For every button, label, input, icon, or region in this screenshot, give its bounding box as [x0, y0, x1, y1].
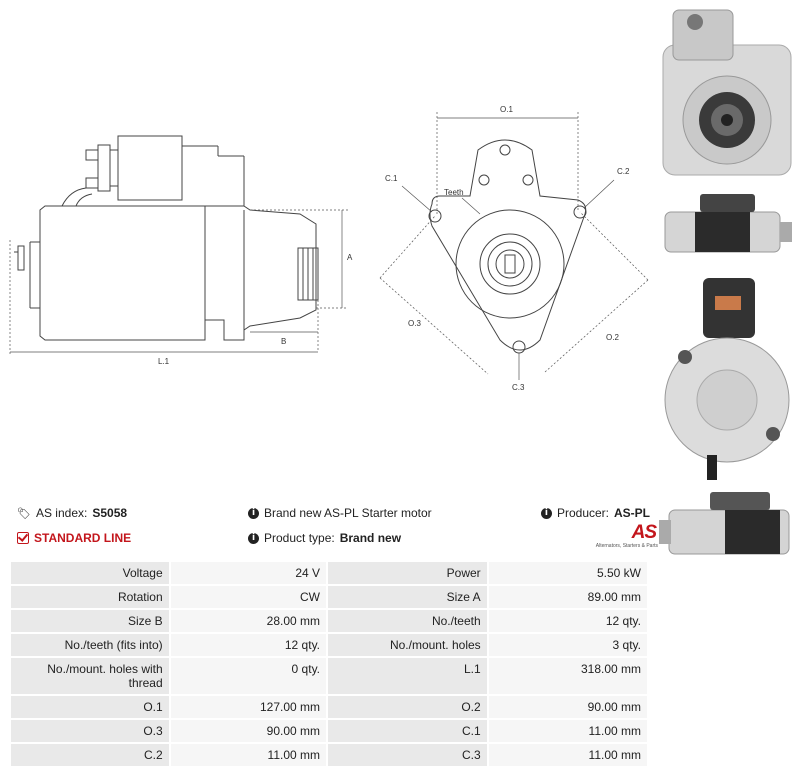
- product-type: i Product type: Brand new: [248, 531, 401, 545]
- dimension-c1-label: C.1: [385, 174, 398, 183]
- spec-label: Rotation: [11, 586, 169, 608]
- product-type-value: Brand new: [339, 531, 402, 545]
- photo-front-view: [662, 9, 792, 176]
- description: i Brand new AS-PL Starter motor: [248, 506, 432, 520]
- dimension-l1-label: L.1: [158, 357, 170, 366]
- spec-label: Voltage: [11, 562, 169, 584]
- product-info: 🏷 AS index: S5058 STANDARD LINE i Brand …: [10, 500, 658, 555]
- photo-side-view-2: [659, 492, 790, 555]
- spec-label: Power: [328, 562, 487, 584]
- spec-value: 5.50 kW: [488, 562, 647, 584]
- front-view-dimensions: [379, 112, 649, 380]
- dimension-b-label: B: [281, 337, 286, 346]
- spec-label: C.3: [328, 744, 487, 766]
- spec-value: 90.00 mm: [488, 696, 647, 718]
- spec-label: O.3: [11, 720, 169, 742]
- product-photos: [659, 9, 792, 555]
- spec-value: 90.00 mm: [170, 720, 327, 742]
- logo-mark: AS: [631, 522, 657, 543]
- spec-label: No./mount. holes: [328, 634, 487, 656]
- side-view-drawing: [14, 135, 319, 341]
- spec-label: Size B: [11, 610, 169, 632]
- spec-value: 28.00 mm: [170, 610, 327, 632]
- dimension-a-label: A: [347, 253, 353, 262]
- dimension-c2-label: C.2: [617, 167, 630, 176]
- spec-label: C.2: [11, 744, 169, 766]
- spec-label: No./teeth: [328, 610, 487, 632]
- spec-label: O.2: [328, 696, 487, 718]
- spec-label: C.1: [328, 720, 487, 742]
- info-icon: i: [540, 507, 552, 519]
- producer: i Producer: AS-PL: [540, 506, 650, 520]
- table-row: No./teeth (fits into)12 qty.No./mount. h…: [11, 634, 647, 656]
- spec-value: 11.00 mm: [488, 720, 647, 742]
- spec-value: CW: [170, 586, 327, 608]
- spec-value: 3 qty.: [488, 634, 647, 656]
- side-view-dimensions: [9, 209, 348, 356]
- spec-value: 127.00 mm: [170, 696, 327, 718]
- spec-value: 0 qty.: [170, 658, 327, 694]
- spec-value: 89.00 mm: [488, 586, 647, 608]
- photo-rear-view: [664, 278, 790, 480]
- spec-label: O.1: [11, 696, 169, 718]
- dimension-o2-label: O.2: [606, 333, 619, 342]
- producer-value: AS-PL: [614, 506, 650, 520]
- logo-tagline: Alternators, Starters & Parts: [595, 543, 658, 549]
- spec-value: 11.00 mm: [170, 744, 327, 766]
- spec-value: 318.00 mm: [488, 658, 647, 694]
- front-view-drawing: [428, 139, 587, 354]
- photo-side-view: [664, 194, 792, 253]
- spec-value: 24 V: [170, 562, 327, 584]
- teeth-label: Teeth: [444, 188, 464, 197]
- as-pl-logo: AS Alternators, Starters & Parts: [588, 522, 658, 552]
- spec-label: No./mount. holes with thread: [11, 658, 169, 694]
- spec-label: Size A: [328, 586, 487, 608]
- spec-value: 12 qty.: [170, 634, 327, 656]
- producer-label: Producer:: [556, 506, 609, 520]
- info-icon: i: [248, 532, 259, 544]
- dimension-c3-label: C.3: [512, 383, 525, 392]
- as-index: 🏷 AS index: S5058: [17, 506, 127, 520]
- product-line-label: STANDARD LINE: [34, 531, 132, 545]
- spec-label: L.1: [328, 658, 487, 694]
- spec-value: 12 qty.: [488, 610, 647, 632]
- info-icon: i: [248, 507, 259, 519]
- tag-icon: 🏷: [17, 506, 31, 520]
- dimension-o1-label: O.1: [500, 105, 513, 114]
- product-type-label: Product type:: [264, 531, 335, 545]
- spec-value: 11.00 mm: [488, 744, 647, 766]
- as-index-value: S5058: [92, 506, 128, 520]
- as-index-label: AS index:: [35, 506, 88, 520]
- description-text: Brand new AS-PL Starter motor: [264, 506, 432, 520]
- spec-label: No./teeth (fits into): [11, 634, 169, 656]
- check-square-icon: [17, 532, 29, 544]
- dimension-o3-label: O.3: [408, 319, 421, 328]
- technical-drawings: A B L.1 O.1 C.1 C.2 Teeth O.3 O.2 C.3: [9, 105, 649, 392]
- product-line: STANDARD LINE: [17, 531, 131, 545]
